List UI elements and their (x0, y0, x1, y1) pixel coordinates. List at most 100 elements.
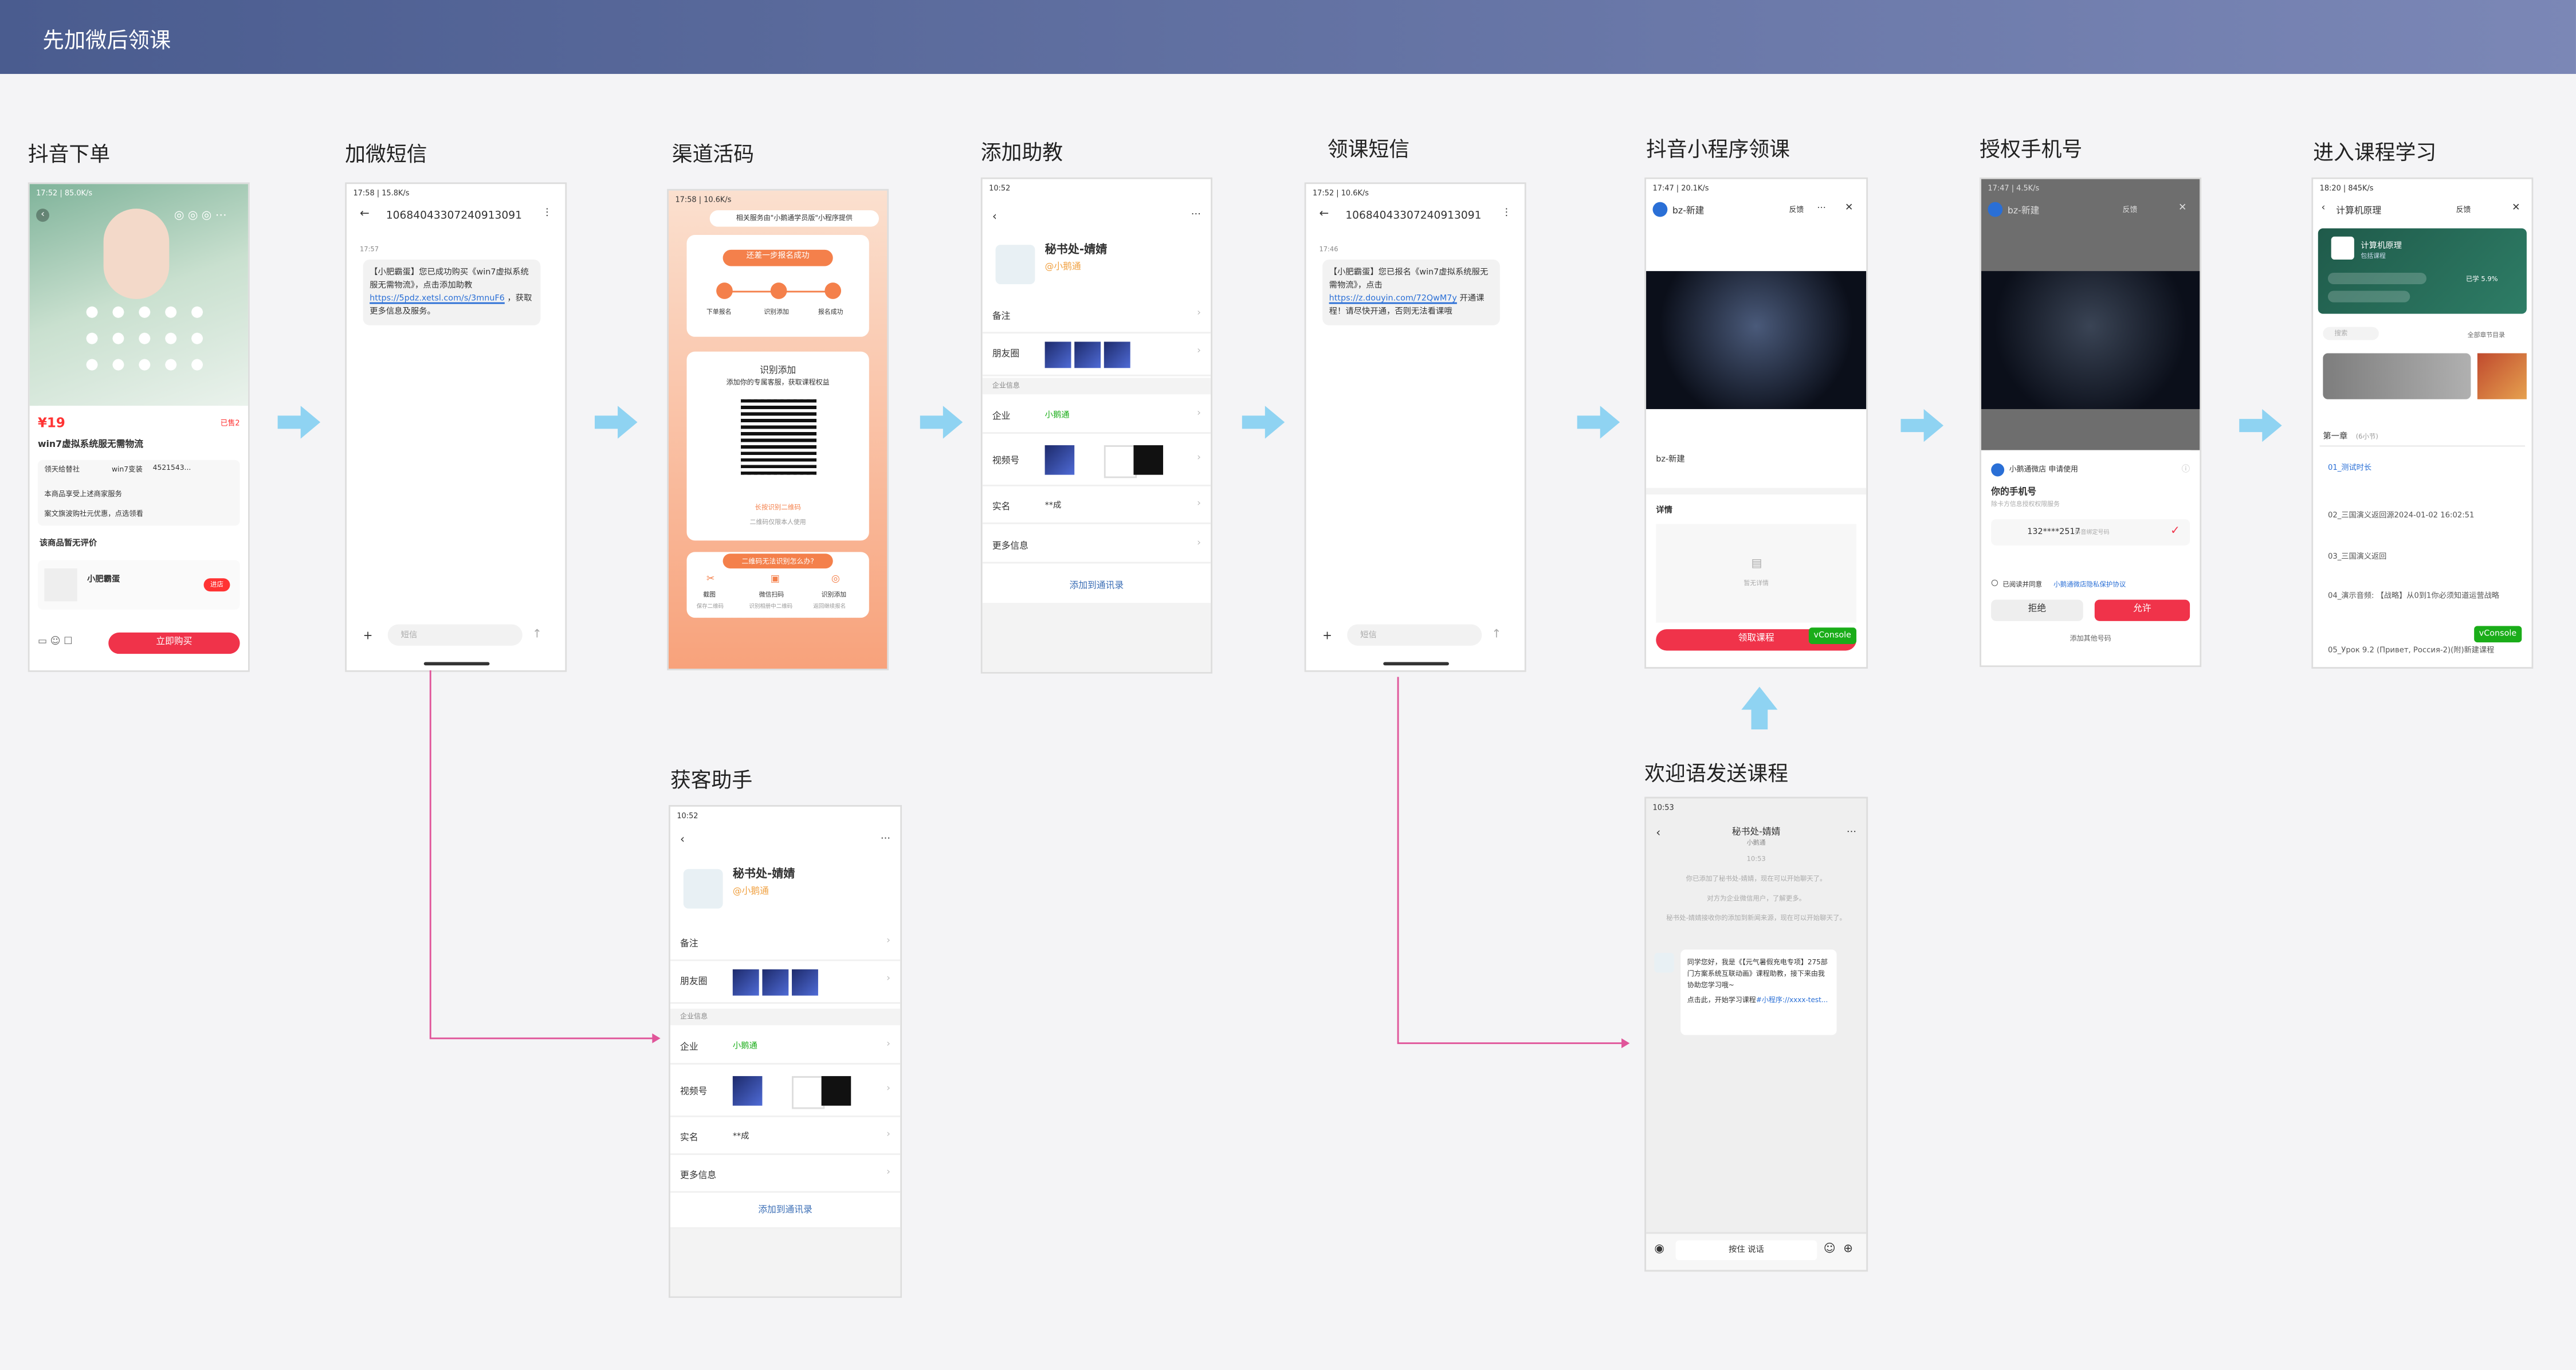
feedback-button[interactable]: 反馈 (2456, 207, 2471, 215)
lesson-item[interactable]: 05_Урок 9.2 (Привет, Россия-2)(附)新建课程 (2327, 647, 2495, 656)
lesson-item[interactable]: 02_三国演义返回源2024-01-02 16:02:51 (2327, 512, 2475, 521)
status-bar: 17:47 | 20.1K/s (1652, 186, 1709, 194)
chapter-header[interactable]: 第一章 (6小节) (2319, 426, 2526, 447)
phone-option[interactable]: 132****2517 抖音绑定号码 ✓ (1991, 519, 2190, 545)
add-contact-button[interactable]: 添加到通讯录 (670, 1195, 901, 1229)
info-icon[interactable]: ⓘ (2181, 465, 2190, 475)
row-realname[interactable]: 实名 **成› (982, 488, 1211, 524)
vconsole-button[interactable]: vConsole (2474, 626, 2522, 643)
all-chapters-link[interactable]: 全部章节目录 (2467, 330, 2506, 339)
agree-checkbox[interactable]: ○ (1991, 578, 1998, 588)
row-corp[interactable]: 企业 小鹅通› (670, 1029, 901, 1065)
lesson-item[interactable]: 01_测试时长 (2327, 465, 2372, 473)
more-icon[interactable]: ⋯ (880, 833, 891, 845)
row-remark[interactable]: 备注› (670, 925, 901, 961)
back-icon[interactable]: ‹ (36, 209, 50, 222)
corp-value: 小鹅通 (732, 1041, 757, 1052)
feedback-button[interactable]: 反馈 (2122, 207, 2138, 215)
help-card: 二维码无法识别怎么办? ✂ ▣ ◎ 截图 保存二维码 微信扫码 识别相册中二维码… (686, 552, 869, 618)
more-icon[interactable]: ⋮ (542, 207, 552, 219)
buy-now-button[interactable]: 立即购买 (108, 632, 240, 654)
back-icon[interactable]: ← (359, 207, 370, 221)
close-icon[interactable]: ✕ (2512, 202, 2520, 214)
row-moments[interactable]: 朋友圈 › (670, 963, 901, 1004)
more-icon[interactable]: ⋯ (1191, 209, 1201, 221)
send-icon[interactable]: ↑ (1491, 627, 1502, 641)
step-label: 抖音下单 (28, 141, 111, 166)
empty-text: 暂无详情 (1743, 578, 1769, 587)
back-icon[interactable]: ‹ (2321, 202, 2326, 214)
input-placeholder: 短信 (1360, 631, 1377, 641)
more-icon[interactable]: ⋯ (1846, 826, 1857, 838)
row-more[interactable]: 更多信息› (670, 1157, 901, 1193)
blank-area (670, 1228, 901, 1297)
row-realname[interactable]: 实名 **成› (670, 1119, 901, 1155)
more-icon[interactable]: ⋮ (1501, 207, 1511, 219)
add-other-number-link[interactable]: 添加其他号码 (2070, 634, 2111, 643)
app-logo (1988, 202, 2003, 217)
voice-icon[interactable]: ◉ (1654, 1242, 1664, 1255)
enter-shop-button[interactable]: 进店 (203, 578, 230, 592)
check-icon: ✓ (2170, 524, 2180, 537)
step-icon (824, 282, 842, 299)
sms-link[interactable]: https://z.douyin.com/72QwM7y (1329, 294, 1457, 304)
section-bar: 企业信息 (670, 1008, 901, 1026)
privacy-link[interactable]: 小鹅通微店隐私保护协议 (2053, 580, 2126, 588)
row-moments[interactable]: 朋友圈 › (982, 335, 1211, 376)
chapter-title: 第一章 (2323, 432, 2348, 442)
sms-link[interactable]: https://5pdz.xetsl.com/s/3mnuF6 (370, 294, 505, 304)
plus-icon[interactable]: ⊕ (1843, 1242, 1853, 1255)
status-bar: 17:47 | 4.5K/s (1988, 186, 2040, 194)
banner-chip[interactable] (2327, 291, 2410, 303)
toolbar-icons[interactable]: ◎ ◎ ◎ ⋯ (174, 209, 227, 222)
course-link[interactable]: #小程序://xxxx-test... (1756, 995, 1828, 1004)
shop-card[interactable]: 小肥霸蛋 进店 (37, 560, 240, 610)
row-more[interactable]: 更多信息› (982, 527, 1211, 564)
qr-code[interactable] (741, 399, 817, 475)
send-icon[interactable]: ↑ (532, 627, 542, 641)
deny-button[interactable]: 拒绝 (1991, 599, 2083, 621)
allow-button[interactable]: 允许 (2094, 599, 2190, 621)
emoji-icon[interactable]: ☺ (1823, 1242, 1836, 1255)
search-input[interactable]: 搜索 (2323, 327, 2379, 340)
close-icon[interactable]: ✕ (1844, 202, 1854, 214)
row-remark[interactable]: 备注› (982, 297, 1211, 334)
product-panel: ¥19 已售2 win7虚拟系统服无需物流 领天给替社 win7变装 45215… (29, 406, 248, 670)
app-logo (1652, 202, 1668, 217)
row-corp[interactable]: 企业 小鹅通› (982, 398, 1211, 434)
progress-title: 还差一步报名成功 (722, 249, 833, 266)
back-icon[interactable]: ← (1319, 207, 1329, 221)
close-icon[interactable]: ✕ (2178, 202, 2187, 214)
feedback-button[interactable]: 反馈 (1789, 207, 1804, 215)
banner-chip[interactable] (2327, 272, 2427, 285)
plus-icon[interactable]: + (1322, 629, 1333, 643)
welcome-bubble: 同学您好，我是《【元气暑假充电专项】275部门方案系统互联动画》课程助教，接下来… (1680, 949, 1837, 1035)
back-icon[interactable]: ‹ (992, 210, 997, 223)
more-icon[interactable]: ⋯ (1817, 203, 1827, 214)
vconsole-button[interactable]: vConsole (1808, 627, 1856, 644)
nav-icons[interactable]: ▭ ☺ ☐ (37, 635, 73, 647)
screen-douyin-order: 17:52 | 85.0K/s ‹ ◎ ◎ ◎ ⋯ ¥19 已售2 win7虚拟… (28, 182, 250, 672)
search-placeholder: 搜索 (2334, 328, 2348, 337)
product-title: win7虚拟系统服无需物流 (37, 440, 144, 450)
row-channels[interactable]: 视频号 › (670, 1066, 901, 1117)
lesson-item[interactable]: 04_演示音频: 【战略】从0到1你必须知道运营战略 (2327, 593, 2499, 602)
home-indicator (1382, 662, 1448, 666)
product-image (29, 184, 248, 406)
course-card[interactable] (2323, 353, 2471, 399)
hold-to-talk-button[interactable]: 按住 说话 (1675, 1240, 1817, 1261)
sms-input[interactable]: 短信 (387, 624, 523, 646)
screen-sms-add-wechat: 17:58 | 15.8K/s ← 10684043307240913091 ⋮… (345, 182, 567, 672)
back-icon[interactable]: ‹ (1656, 826, 1661, 840)
lesson-item[interactable]: 03_三国演义返回 (2327, 554, 2387, 562)
screen-authorize-phone: 17:47 | 4.5K/s bz-新建 反馈 ✕ 小鹅通微店 申请使用 ⓘ 你… (1980, 177, 2202, 668)
course-card[interactable] (2477, 353, 2527, 399)
help-item: 识别添加 (821, 590, 847, 598)
empty-icon: ▤ (1751, 557, 1762, 570)
sms-input[interactable]: 短信 (1347, 624, 1482, 646)
plus-icon[interactable]: + (363, 629, 373, 643)
course-cover (1646, 271, 1867, 409)
contact-company: @小鹅通 (732, 887, 769, 897)
back-icon[interactable]: ‹ (680, 833, 685, 846)
row-channels[interactable]: 视频号 › (982, 435, 1211, 486)
